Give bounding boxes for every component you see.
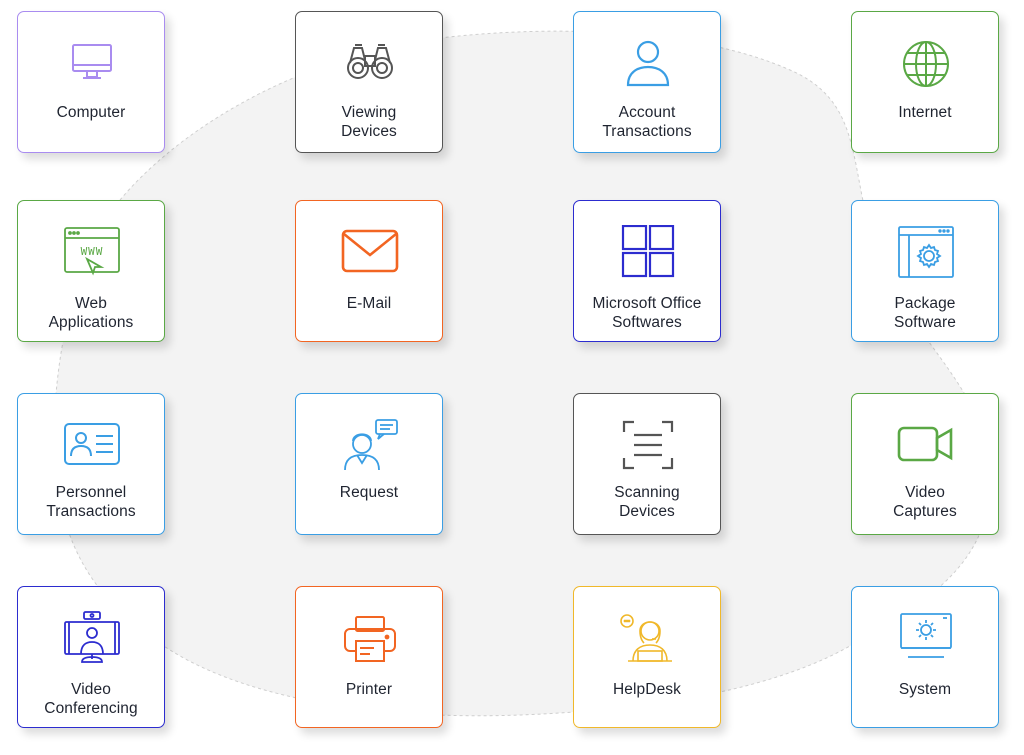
card-label: Request <box>339 484 399 501</box>
user-account-icon <box>618 36 678 90</box>
card-label: Scanning Devices <box>614 484 680 520</box>
card-microsoft-office[interactable]: Microsoft Office Softwares <box>573 200 721 342</box>
person-chat-icon <box>340 418 400 472</box>
card-request[interactable]: Request <box>295 393 443 535</box>
video-conference-icon <box>62 611 122 665</box>
globe-icon <box>896 36 956 90</box>
card-printer[interactable]: Printer <box>295 586 443 728</box>
scanner-icon <box>618 418 678 472</box>
system-monitor-icon <box>896 611 956 665</box>
card-system[interactable]: System <box>851 586 999 728</box>
card-personnel-transactions[interactable]: Personnel Transactions <box>17 393 165 535</box>
card-account-transactions[interactable]: Account Transactions <box>573 11 721 153</box>
binoculars-icon <box>340 36 400 90</box>
card-label: Personnel Transactions <box>46 484 136 520</box>
card-label: Web Applications <box>48 295 134 331</box>
card-label: Viewing Devices <box>341 104 397 140</box>
software-gear-icon <box>896 225 956 279</box>
card-internet[interactable]: Internet <box>851 11 999 153</box>
card-viewing-devices[interactable]: Viewing Devices <box>295 11 443 153</box>
card-video-conferencing[interactable]: Video Conferencing <box>17 586 165 728</box>
video-camera-icon <box>896 418 956 472</box>
card-web-applications[interactable]: WWW Web Applications <box>17 200 165 342</box>
card-package-software[interactable]: Package Software <box>851 200 999 342</box>
card-label: Account Transactions <box>602 104 692 140</box>
card-helpdesk[interactable]: HelpDesk <box>573 586 721 728</box>
card-label: Internet <box>898 104 952 121</box>
computer-monitor-icon <box>62 36 122 90</box>
svg-text:WWW: WWW <box>81 245 104 258</box>
card-e-mail[interactable]: E-Mail <box>295 200 443 342</box>
card-video-captures[interactable]: Video Captures <box>851 393 999 535</box>
card-label: Microsoft Office Softwares <box>592 295 702 331</box>
card-label: Video Conferencing <box>44 681 138 717</box>
helpdesk-agent-icon <box>618 611 678 665</box>
card-label: Computer <box>56 104 126 121</box>
card-label: Package Software <box>894 295 956 331</box>
id-card-icon <box>62 418 122 472</box>
card-scanning-devices[interactable]: Scanning Devices <box>573 393 721 535</box>
envelope-icon <box>340 225 400 279</box>
card-label: System <box>898 681 952 698</box>
card-label: Printer <box>345 681 393 698</box>
card-label: Video Captures <box>893 484 957 520</box>
printer-icon <box>340 611 400 665</box>
card-label: E-Mail <box>346 295 392 312</box>
web-browser-icon: WWW <box>62 225 122 279</box>
card-computer[interactable]: Computer <box>17 11 165 153</box>
card-label: HelpDesk <box>613 681 681 698</box>
office-grid-icon <box>618 225 678 279</box>
